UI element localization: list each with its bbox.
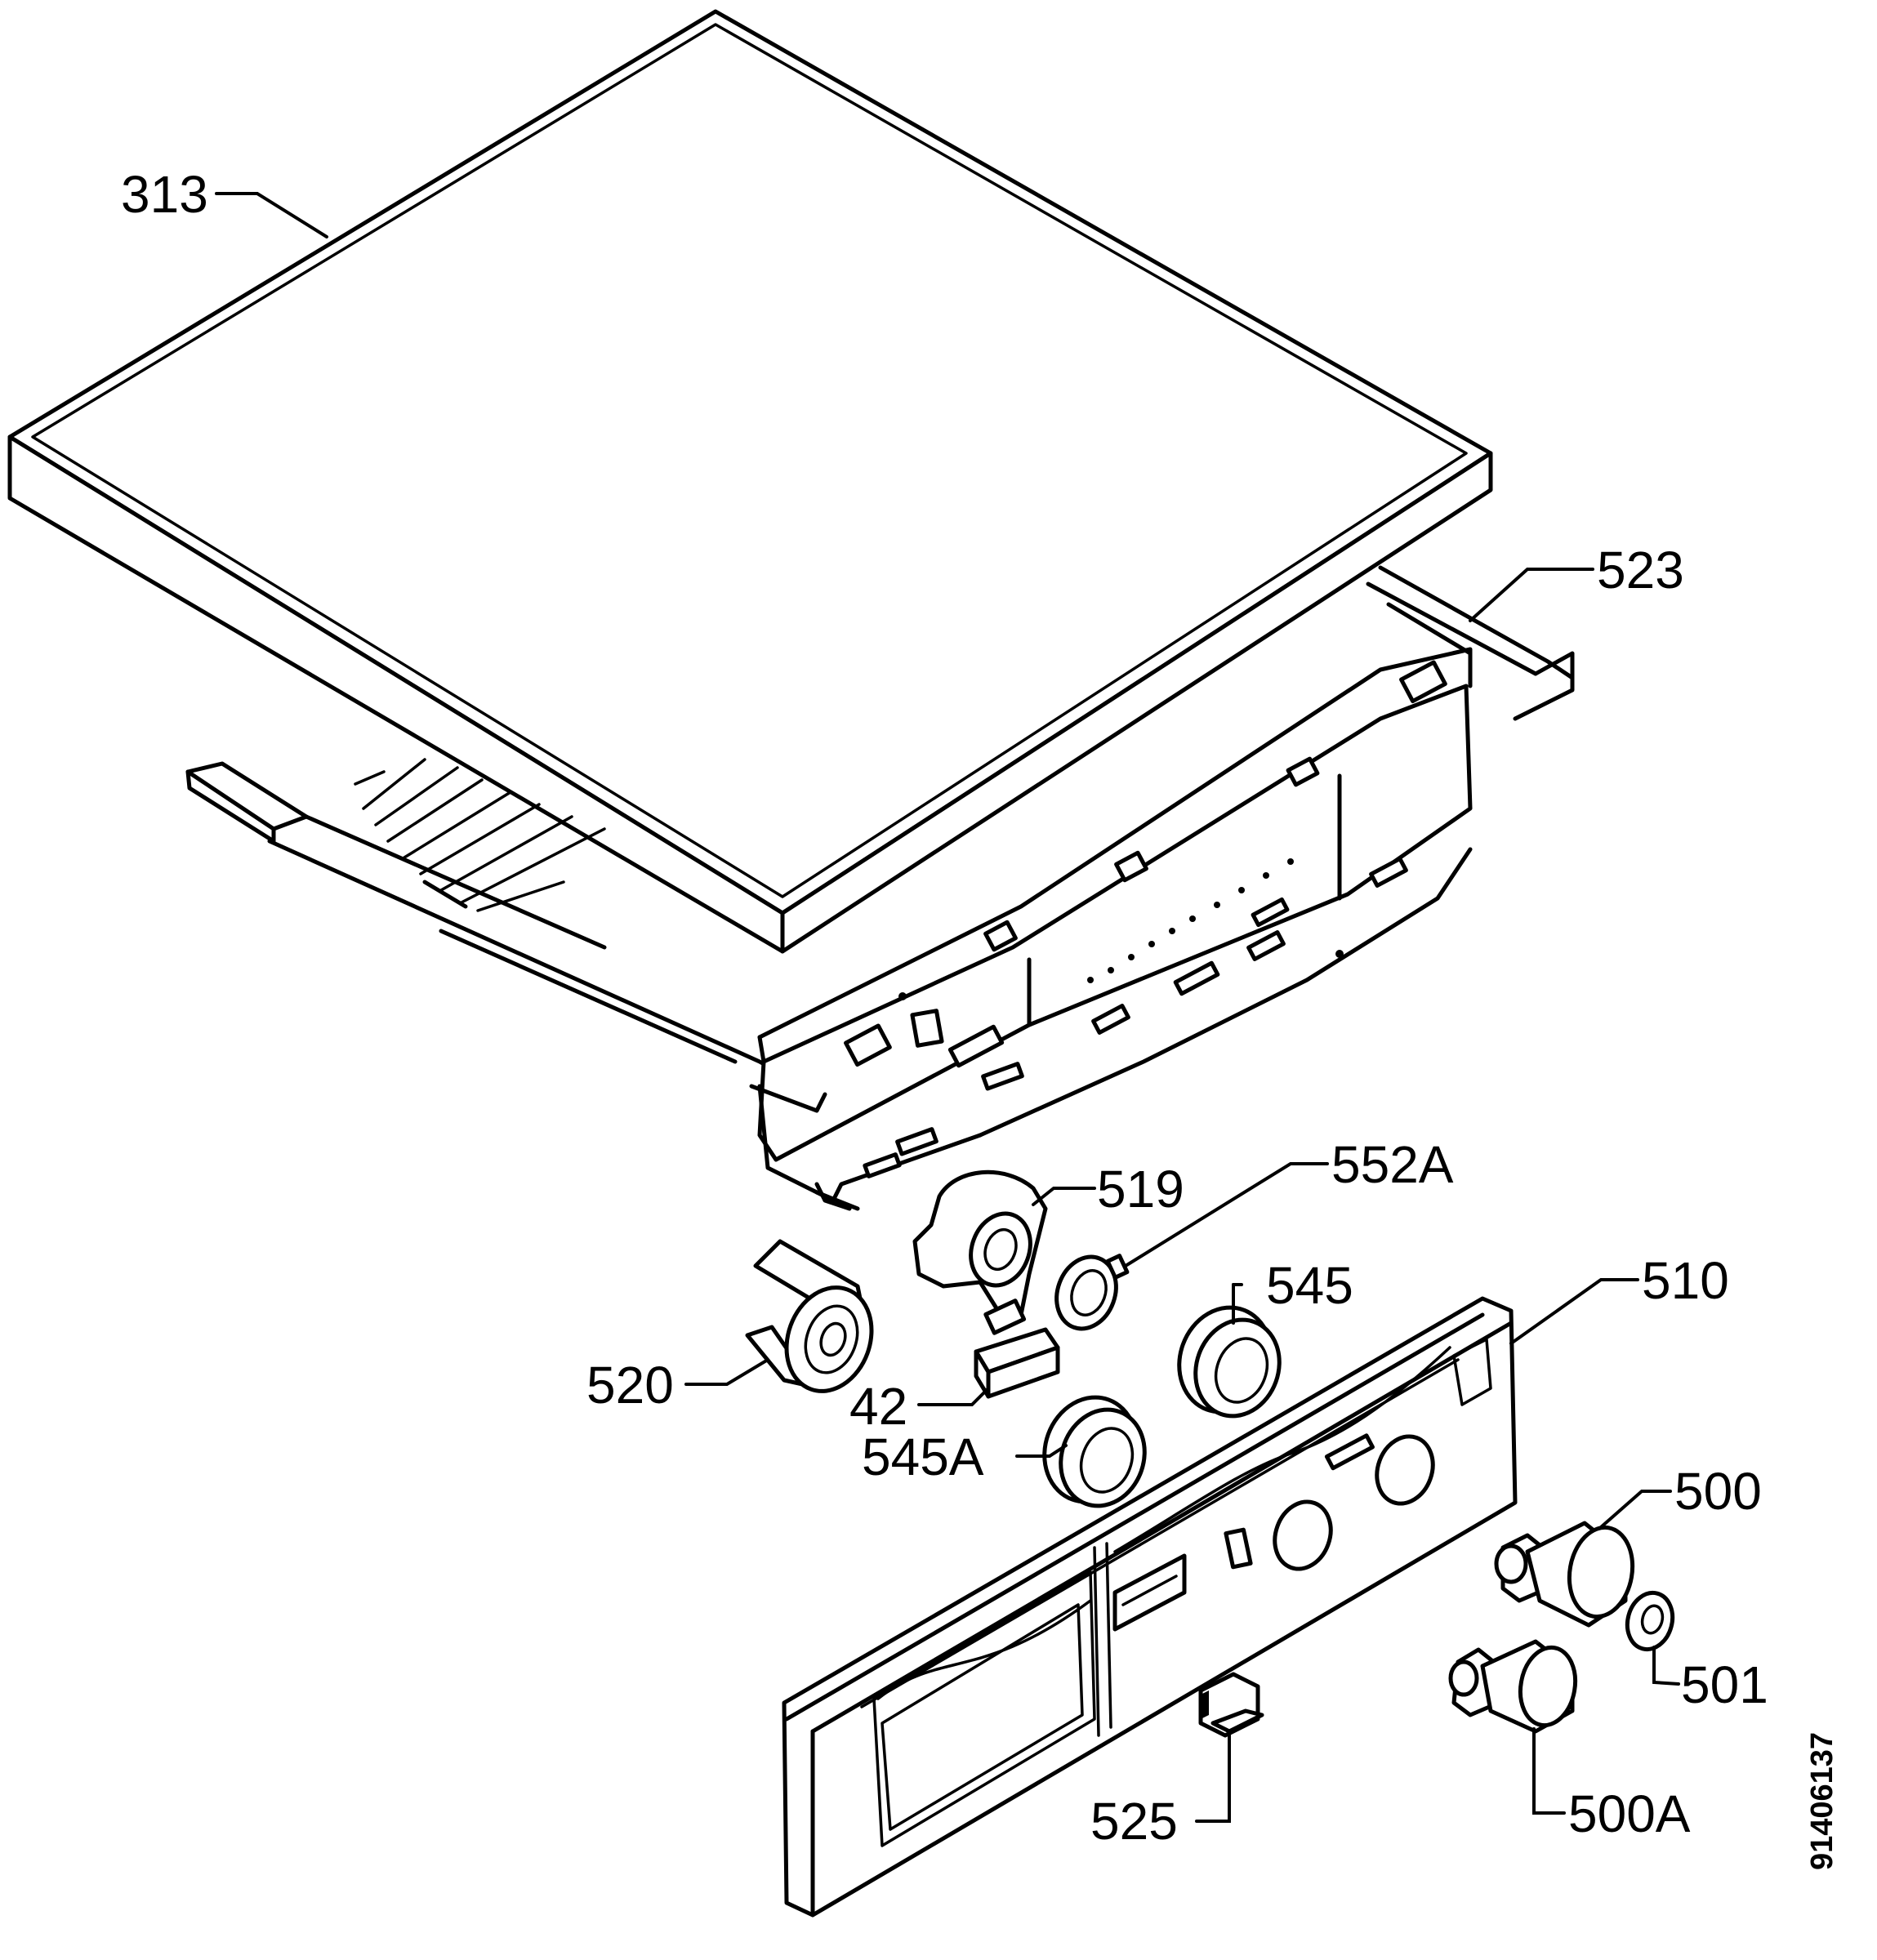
part-520-bracket	[745, 1239, 874, 1393]
label-500a: 500A	[1568, 1784, 1691, 1843]
label-520: 520	[586, 1356, 674, 1414]
part-545a-knob-ring	[1042, 1395, 1147, 1508]
part-42-connector	[974, 1327, 1060, 1399]
part-510-fascia-panel	[782, 1296, 1518, 1918]
part-523-control-frame	[185, 565, 1575, 1211]
part-519-switch-bracket	[912, 1169, 1048, 1335]
label-525: 525	[1090, 1792, 1178, 1851]
part-313-top-cover	[7, 9, 1493, 954]
label-545: 545	[1266, 1256, 1353, 1315]
label-545a: 545A	[862, 1428, 984, 1486]
part-500a-knob	[1448, 1639, 1578, 1734]
part-525-switch	[1198, 1672, 1264, 1738]
part-552a-ring	[1054, 1254, 1130, 1331]
label-519: 519	[1097, 1160, 1184, 1218]
part-500-knob	[1494, 1521, 1635, 1628]
label-510: 510	[1642, 1251, 1729, 1310]
part-545-knob-ring	[1177, 1305, 1282, 1419]
document-id: 91406137	[1805, 1732, 1839, 1870]
label-523: 523	[1597, 541, 1684, 599]
part-labels: 313 523 519 552A 545 510 520 42 545A 500…	[121, 165, 1839, 1870]
label-500: 500	[1674, 1462, 1762, 1521]
label-42: 42	[849, 1377, 907, 1436]
label-552a: 552A	[1331, 1135, 1454, 1194]
label-501: 501	[1681, 1655, 1768, 1714]
leader-lines	[215, 192, 1680, 1823]
label-313: 313	[121, 165, 208, 224]
part-501-washer	[1625, 1590, 1675, 1652]
